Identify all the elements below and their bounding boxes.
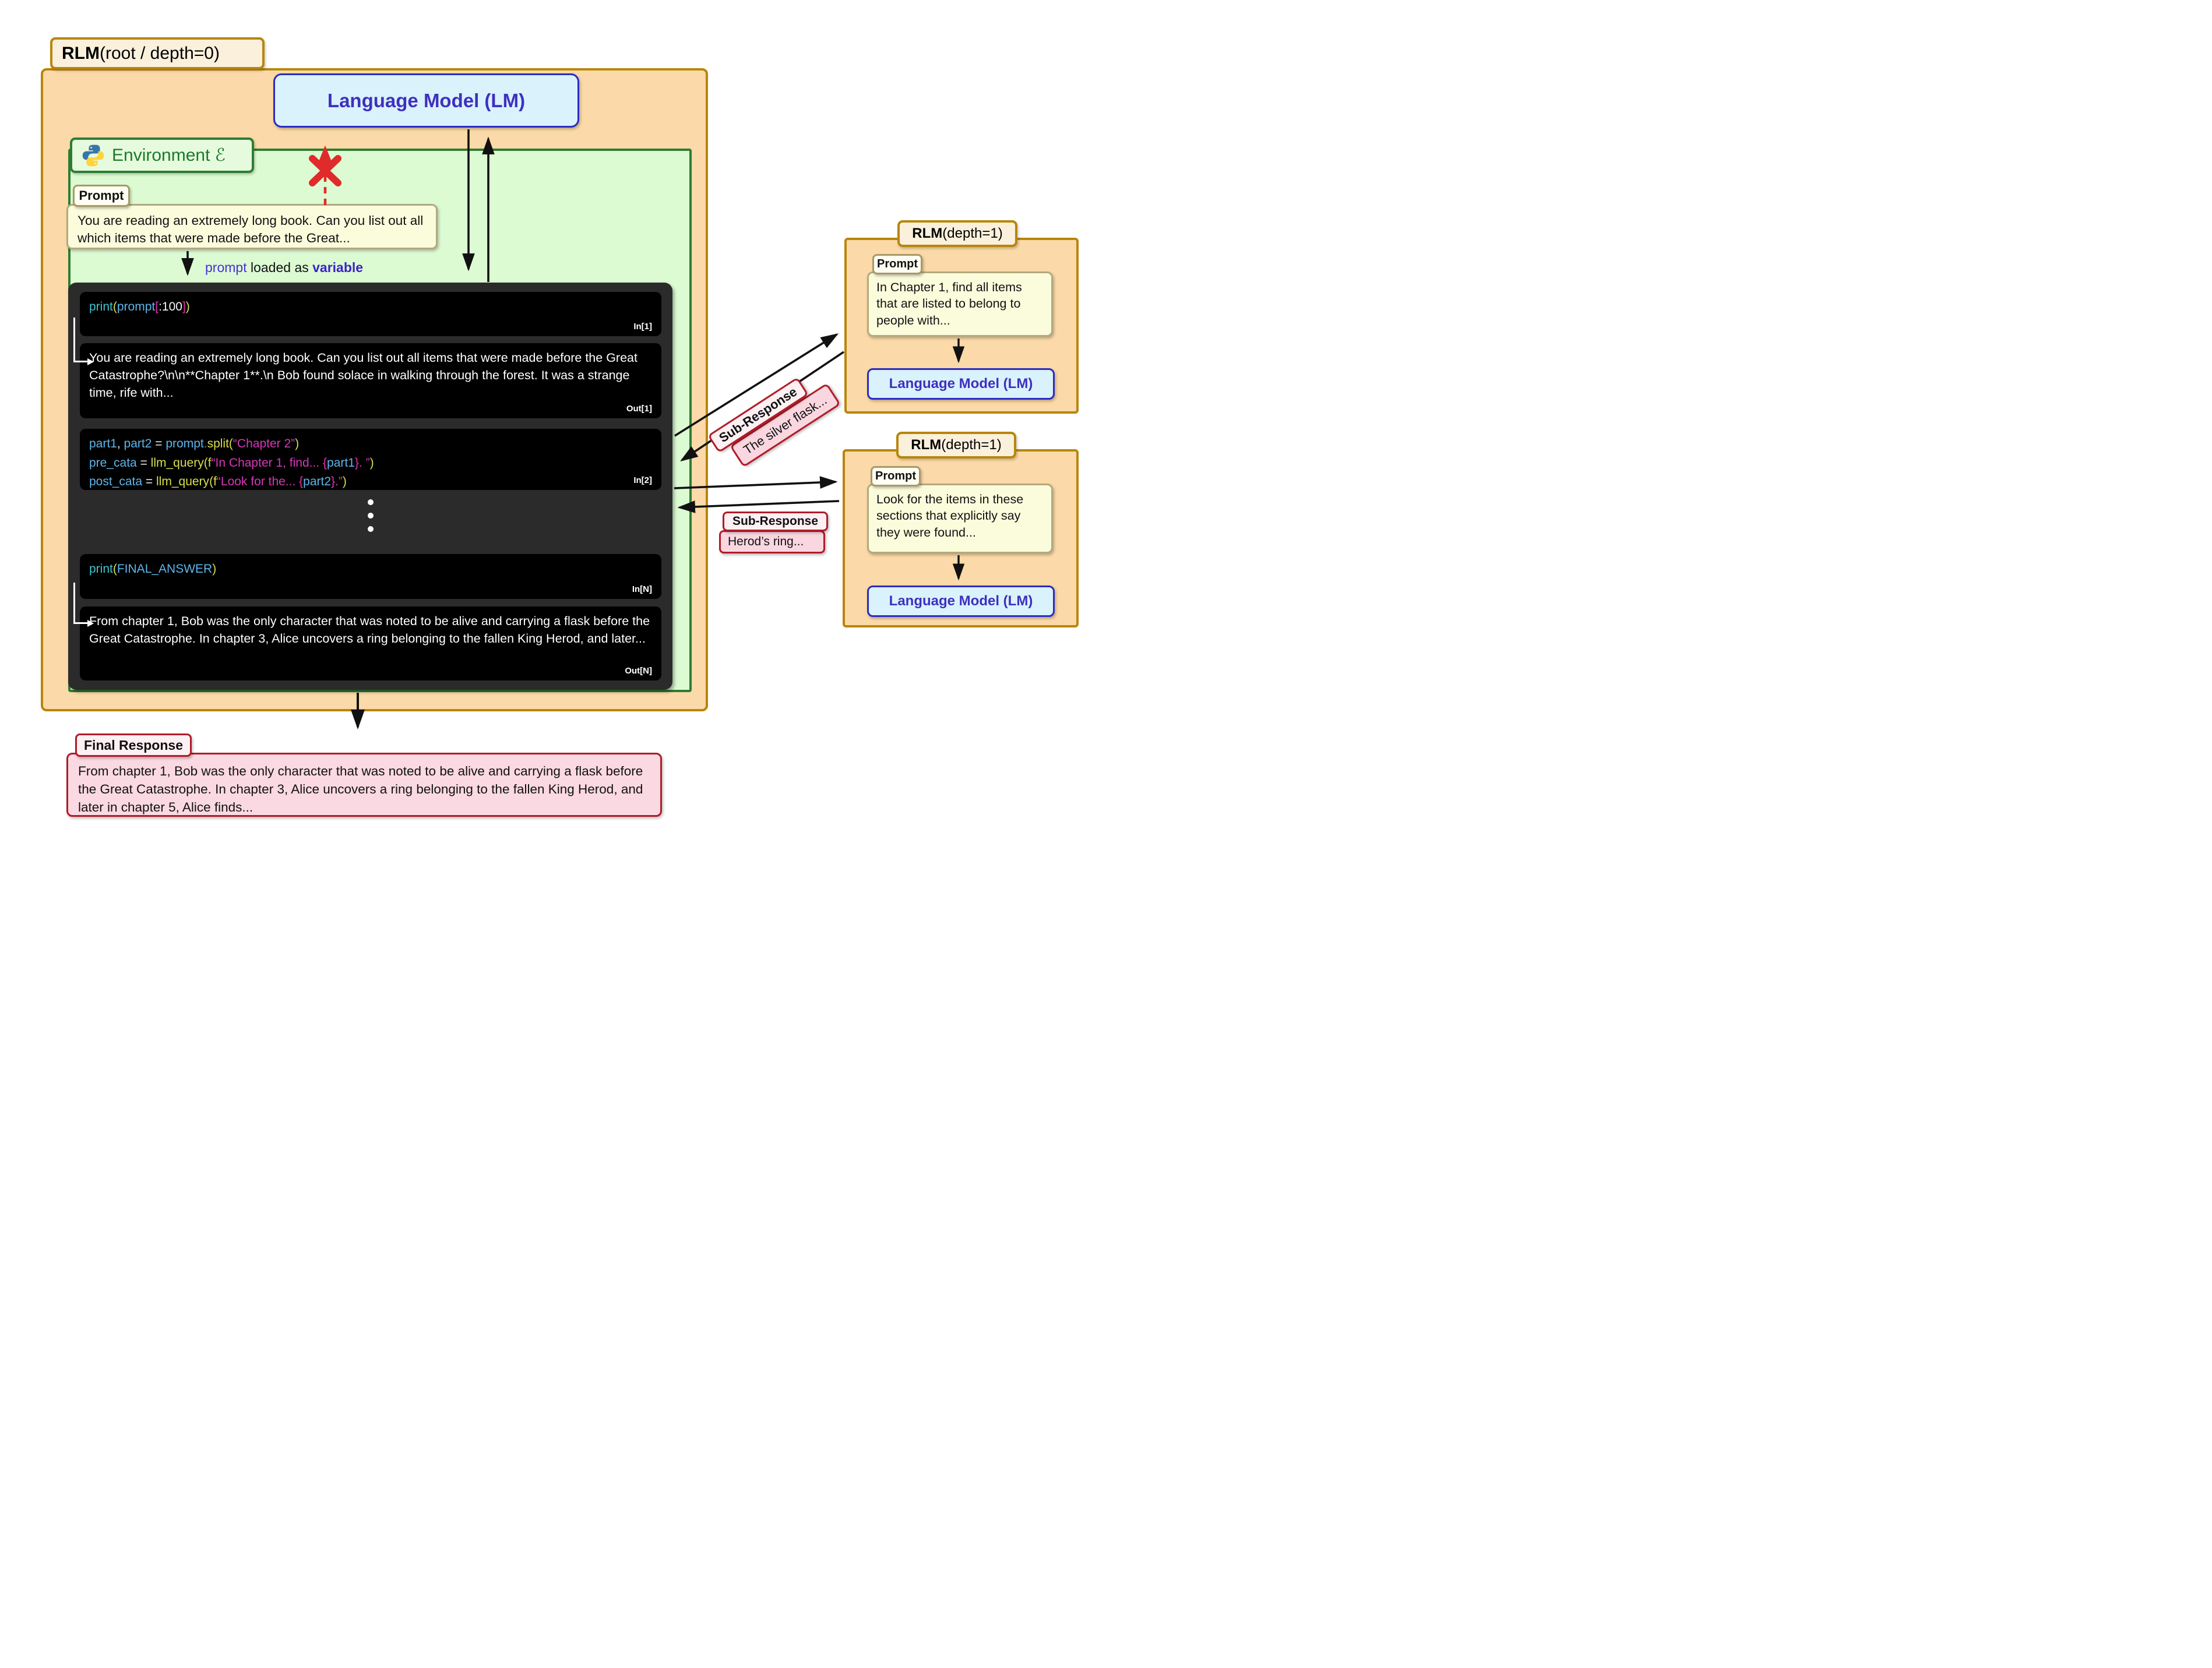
out1-text: You are reading an extremely long book. …	[89, 351, 637, 400]
cell-label-out1: Out[1]	[626, 404, 652, 414]
final-response-box: From chapter 1, Bob was the only charact…	[66, 753, 662, 817]
prompt-box: You are reading an extremely long book. …	[66, 204, 438, 249]
sub-rlm-bottom-prompt-box: Look for the items in these sections tha…	[867, 484, 1053, 553]
prompt-tag: Prompt	[73, 185, 130, 207]
sub-rlm-bottom-prompt-tag: Prompt	[871, 466, 921, 486]
diagram-canvas: RLM (root / depth=0) Language Model (LM)…	[0, 0, 1106, 834]
environment-label: Environment ℰ	[70, 137, 254, 173]
prompt-loaded-note: prompt loaded as variable	[205, 260, 364, 275]
cell-out1: You are reading an extremely long book. …	[80, 343, 661, 418]
outN-text: From chapter 1, Bob was the only charact…	[89, 614, 650, 646]
code-in1: print(prompt[:100])	[89, 300, 190, 313]
cell-in2: part1, part2 = prompt.split(“Chapter 2”)…	[80, 429, 661, 490]
elbow-connector-icon	[73, 318, 94, 365]
final-response-tag: Final Response	[75, 734, 192, 757]
cell-outN: From chapter 1, Bob was the only charact…	[80, 606, 661, 680]
sub-rlm-top-label: RLM (depth=1)	[897, 220, 1017, 247]
cell-label-in2: In[2]	[633, 475, 652, 485]
sub-rlm-top-prompt-box: In Chapter 1, find all items that are li…	[867, 271, 1053, 337]
sub-rlm-bottom-lm-box: Language Model (LM)	[867, 586, 1055, 617]
sub-response-bottom-box: Herod’s ring...	[719, 530, 825, 553]
python-icon	[82, 144, 104, 166]
environment-label-text: Environment ℰ	[112, 146, 226, 165]
repl-panel: print(prompt[:100]) In[1] You are readin…	[68, 283, 672, 690]
vertical-ellipsis-icon	[368, 499, 374, 532]
code-inN: print(FINAL_ANSWER)	[89, 562, 217, 576]
cell-in1: print(prompt[:100]) In[1]	[80, 292, 661, 336]
cell-label-outN: Out[N]	[625, 666, 652, 676]
sub-rlm-top-prompt-tag: Prompt	[872, 254, 922, 274]
code-in2: part1, part2 = prompt.split(“Chapter 2”)…	[89, 437, 374, 489]
sub-rlm-bottom-label: RLM (depth=1)	[896, 432, 1016, 459]
root-rlm-label: RLM (root / depth=0)	[50, 37, 265, 69]
sub-response-bottom-tag: Sub-Response	[723, 512, 829, 531]
sub-rlm-top-lm-box: Language Model (LM)	[867, 368, 1055, 400]
language-model-box: Language Model (LM)	[273, 73, 579, 128]
cell-inN: print(FINAL_ANSWER) In[N]	[80, 554, 661, 599]
elbow-connector-icon	[73, 583, 94, 627]
cell-label-inN: In[N]	[632, 584, 652, 594]
cell-label-in1: In[1]	[633, 322, 652, 332]
root-rlm-title: RLM	[62, 43, 100, 63]
